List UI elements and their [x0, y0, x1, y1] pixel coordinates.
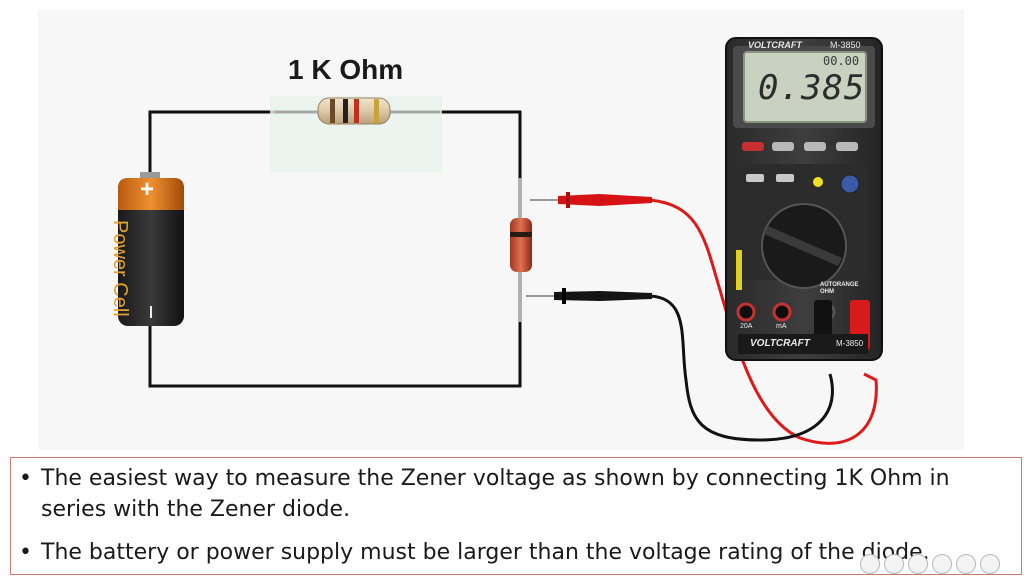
red-probe-cable: [649, 198, 878, 445]
battery-positive-symbol: +: [140, 176, 155, 203]
zener-diode: [510, 178, 532, 322]
lcd-display: [743, 51, 867, 123]
jack-1: [736, 302, 756, 322]
zoom-icon[interactable]: [932, 554, 952, 574]
red-probe-guard: [566, 192, 570, 208]
jack-label-ma: mA: [776, 323, 787, 330]
resistor-band-3: [354, 99, 359, 123]
dial-scale-marker: [736, 250, 742, 290]
bullet-symbol: •: [19, 540, 32, 565]
down-button: [776, 174, 794, 182]
mode-label: AUTORANGE OHM: [820, 282, 859, 295]
multimeter-brand-bottom: VOLTCRAFT: [750, 338, 810, 349]
pen-icon[interactable]: [884, 554, 904, 574]
resistor-band-1: [330, 99, 335, 123]
circuit-wires: [148, 110, 522, 388]
battery-terminal: [140, 172, 160, 180]
battery-top-cap: [118, 178, 184, 210]
bullet-item: • The easiest way to measure the Zener v…: [19, 463, 1009, 525]
resistor: [270, 96, 442, 172]
yellow-indicator: [813, 177, 823, 187]
black-probe-guard: [562, 288, 566, 304]
resistor-band-2: [343, 99, 348, 123]
slide-controls: [856, 551, 1024, 575]
diode-band: [510, 232, 532, 237]
prev-slide-icon[interactable]: [860, 554, 880, 574]
resistor-label: 1 K Ohm: [288, 54, 404, 85]
function-button-3: [804, 142, 826, 151]
red-probe-handle: [558, 194, 652, 206]
function-button-4: [836, 142, 858, 151]
bullet-list: • The easiest way to measure the Zener v…: [10, 457, 1022, 575]
wire-bottom: [148, 320, 522, 388]
wire-top-left: [148, 110, 290, 180]
bullet-text: The easiest way to measure the Zener vol…: [41, 466, 950, 522]
multimeter-sub-reading: 00.00: [823, 54, 860, 68]
red-probe: [530, 192, 652, 208]
dial-pointer: [764, 226, 842, 266]
function-button-2: [772, 142, 794, 151]
battery-label: Power Cell: [109, 220, 131, 317]
jack-2: [772, 302, 792, 322]
battery: [118, 172, 184, 326]
more-icon[interactable]: [956, 554, 976, 574]
bullet-item: • The battery or power supply must be la…: [19, 537, 1019, 568]
black-probe-cable: [649, 294, 834, 442]
multimeter: [725, 37, 883, 361]
function-button-1: [742, 142, 764, 151]
black-probe-handle: [554, 291, 652, 301]
multimeter-brand-top: VOLTCRAFT: [748, 40, 802, 50]
blue-socket: [840, 174, 860, 194]
resistor-band-4: [374, 99, 379, 123]
brand-strip: [738, 334, 868, 354]
probe-cables: [649, 198, 878, 445]
multimeter-model-bottom: M-3850: [836, 339, 864, 348]
slides-icon[interactable]: [908, 554, 928, 574]
multimeter-reading: 0.385: [758, 68, 866, 108]
wire-top-right: [420, 110, 522, 180]
jack-label-20a: 20A: [740, 323, 753, 330]
bullet-symbol: •: [19, 466, 32, 491]
battery-body: [118, 178, 184, 326]
up-button: [746, 174, 764, 182]
next-slide-icon[interactable]: [980, 554, 1000, 574]
black-probe: [526, 288, 652, 304]
diode-body: [510, 218, 532, 272]
multimeter-model-top: M-3850: [830, 40, 861, 50]
bullet-text: The battery or power supply must be larg…: [41, 540, 930, 565]
